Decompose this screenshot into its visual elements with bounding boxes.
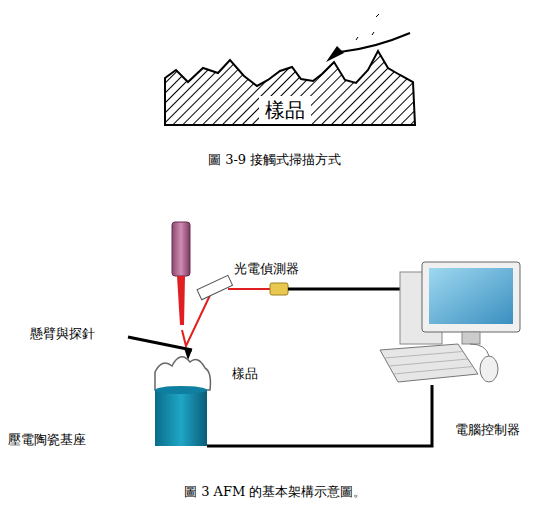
wire: [288, 288, 412, 291]
monitor: [422, 262, 520, 332]
key-row: [389, 359, 468, 366]
figure-caption: 圖 3 AFM 的基本架構示意圖。: [184, 484, 366, 500]
part-label: 懸臂與探針: [30, 326, 95, 342]
key-row: [394, 367, 474, 375]
node-text: 樣品: [265, 98, 305, 122]
part-label: 樣品: [232, 366, 258, 382]
sample-label-box: 樣品: [259, 96, 311, 124]
piezo-base: [155, 390, 207, 446]
figure-caption: 圖 3-9 接觸式掃描方式: [208, 152, 341, 168]
screen: [429, 268, 513, 324]
sample: [155, 357, 210, 390]
probe-tip: [326, 46, 344, 62]
signal-beam: [228, 288, 270, 290]
cantilever: [128, 337, 192, 350]
monitor-stand: [462, 332, 480, 344]
laser: [172, 222, 190, 276]
keys: [385, 352, 474, 375]
piezo-top: [155, 386, 207, 394]
part-label: 電腦控制器: [455, 422, 520, 438]
hatched-sample: [165, 51, 415, 125]
part-label: 光電偵測器: [234, 261, 299, 277]
laser-beam: [177, 276, 185, 325]
wire: [207, 385, 432, 446]
photodetector: [197, 275, 232, 299]
cantilever: [340, 33, 410, 52]
mouse: [480, 356, 498, 382]
mouse-cable: [470, 344, 489, 356]
marks: [356, 14, 379, 40]
key-row: [385, 352, 464, 359]
reflected-beam: [182, 291, 212, 346]
connector: [270, 283, 288, 295]
keyboard: [380, 344, 478, 382]
part-label: 壓電陶瓷基座: [8, 432, 86, 448]
